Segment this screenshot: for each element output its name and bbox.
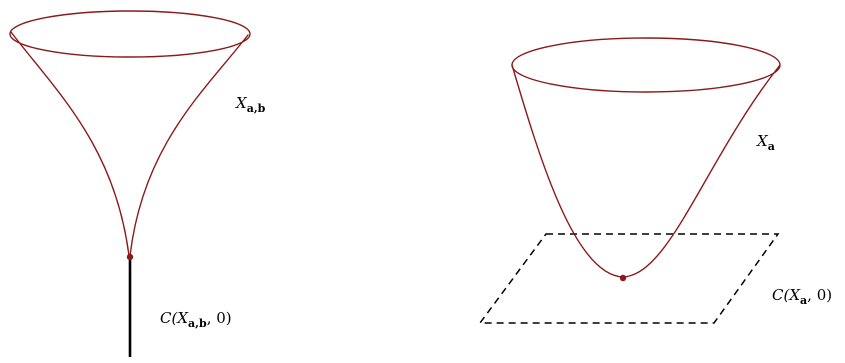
left-figure: Xa,b C(Xa,b, 0) xyxy=(9,10,266,357)
left-apex-point xyxy=(126,253,134,261)
left-cone-label: C(Xa,b, 0) xyxy=(160,309,232,330)
right-plane xyxy=(478,233,780,324)
right-figure: Xa C(Xa, 0) xyxy=(478,37,832,324)
right-surface-label: Xa xyxy=(756,132,775,153)
left-surface-rim xyxy=(9,10,251,58)
right-bottom-point xyxy=(619,274,627,282)
left-surface-left-side xyxy=(10,31,130,257)
right-cone-label: C(Xa, 0) xyxy=(772,286,832,307)
left-surface-label: Xa,b xyxy=(235,94,266,115)
left-surface-right-side xyxy=(129,34,249,257)
right-paraboloid-rim xyxy=(511,37,781,93)
right-paraboloid-body xyxy=(511,64,781,278)
